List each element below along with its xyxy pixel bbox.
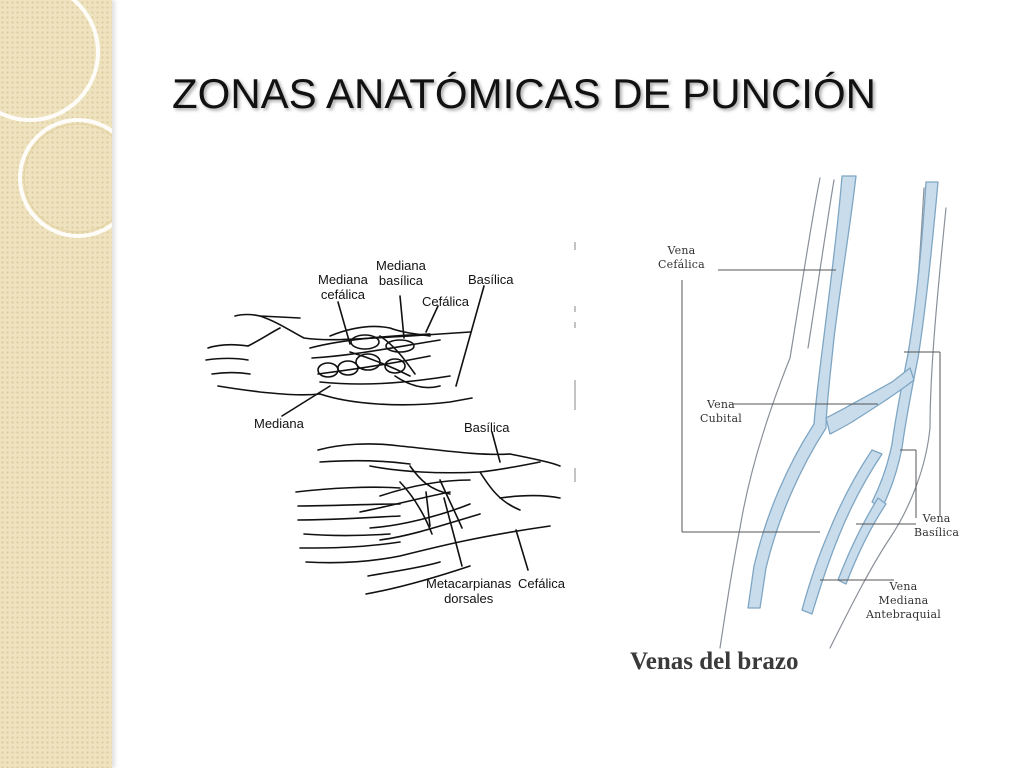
label-mediana-cefalica: Mediana cefálica <box>318 272 368 302</box>
decorative-sidebar <box>0 0 112 768</box>
label-vena-mediana-antebraquial: Vena Mediana Antebraquial <box>866 580 941 621</box>
arm-veins-diagram: Vena Cefálica Vena Cubital Vena Basílica… <box>620 168 980 688</box>
label-basilica-bottom: Basílica <box>464 420 510 435</box>
label-vena-cefalica: Vena Cefálica <box>658 244 705 271</box>
arm-veins-drawing <box>681 175 947 649</box>
hand-veins-diagram: Mediana cefálica Mediana basílica Cefáli… <box>200 236 600 626</box>
hand-veins-drawing <box>205 285 561 595</box>
arm-diagram-caption: Venas del brazo <box>630 648 799 675</box>
label-cefalica-top: Cefálica <box>422 294 469 309</box>
page-title: ZONAS ANATÓMICAS DE PUNCIÓN <box>172 70 876 117</box>
label-vena-cubital: Vena Cubital <box>700 398 742 425</box>
label-mediana-basilica: Mediana basílica <box>376 258 426 288</box>
label-basilica-top: Basílica <box>468 272 514 287</box>
decorative-rings <box>0 0 112 238</box>
label-vena-basilica: Vena Basílica <box>914 512 960 539</box>
label-mediana: Mediana <box>254 416 304 431</box>
label-metacarpianas-dorsales: Metacarpianas dorsales <box>426 576 512 606</box>
label-cefalica-bottom: Cefálica <box>518 576 565 591</box>
scan-marks <box>574 242 576 482</box>
